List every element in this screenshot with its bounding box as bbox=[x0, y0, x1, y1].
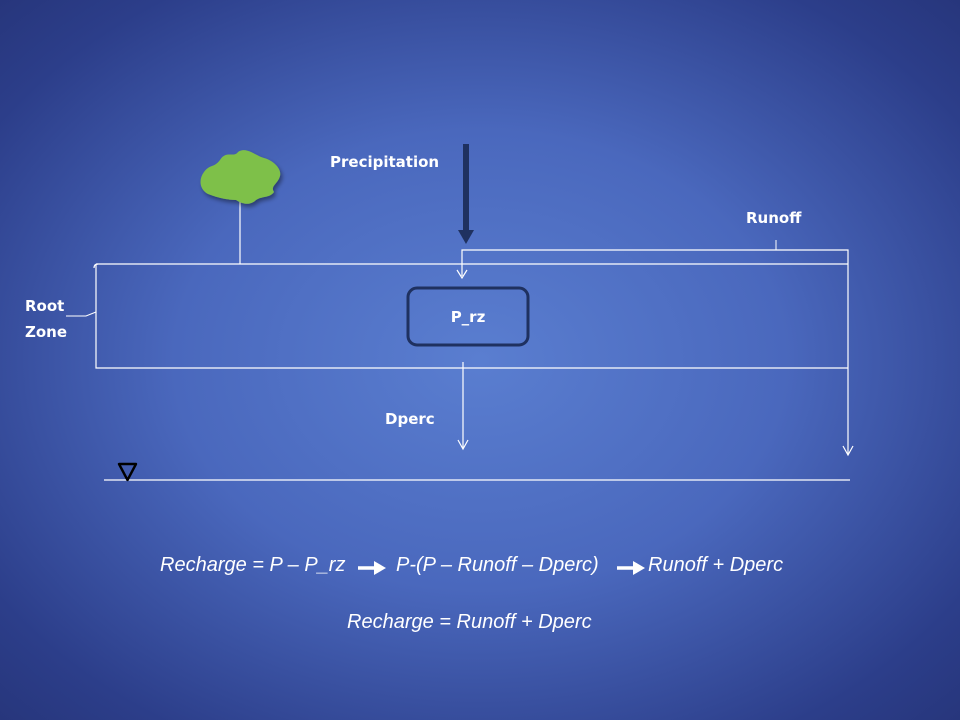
dperc-arrow bbox=[457, 362, 469, 451]
precipitation-arrow bbox=[458, 144, 474, 244]
arrow-right-icon bbox=[617, 561, 645, 575]
p-rz-box bbox=[406, 286, 530, 347]
equation-recharge-part2: P-(P – Runoff – Dperc) bbox=[396, 554, 599, 576]
tree-icon bbox=[200, 150, 281, 264]
zone-label: Zone bbox=[25, 323, 68, 341]
p-rz-label: P_rz bbox=[450, 307, 486, 326]
tree-canopy bbox=[200, 150, 281, 204]
arrow-right-icon bbox=[358, 561, 386, 575]
equation-recharge-part3: Runoff + Dperc bbox=[648, 554, 784, 576]
equation-recharge-part1: Recharge = P – P_rz bbox=[160, 554, 346, 576]
water-table-icon bbox=[117, 462, 138, 482]
root-label: Root bbox=[25, 297, 65, 315]
runoff-label: Runoff bbox=[746, 209, 802, 227]
precipitation-label: Precipitation bbox=[330, 153, 440, 171]
root-zone-brace bbox=[66, 311, 97, 317]
equation-recharge-final: Recharge = Runoff + Dperc bbox=[347, 611, 592, 633]
dperc-label: Dperc bbox=[385, 410, 435, 428]
runoff-path bbox=[456, 240, 854, 457]
root-zone-box bbox=[93, 263, 848, 369]
